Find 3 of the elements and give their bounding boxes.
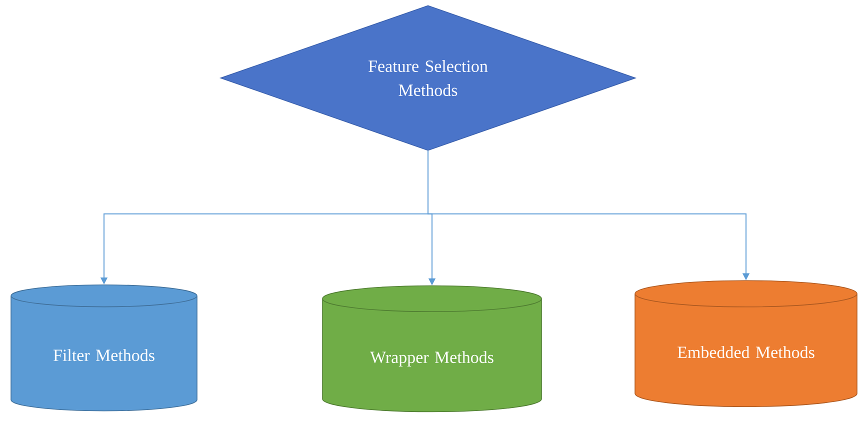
cylinder-node: Wrapper Methods xyxy=(322,285,542,412)
cylinder-node: Embedded Methods xyxy=(634,280,858,408)
cylinder-node: Filter Methods xyxy=(10,284,198,412)
